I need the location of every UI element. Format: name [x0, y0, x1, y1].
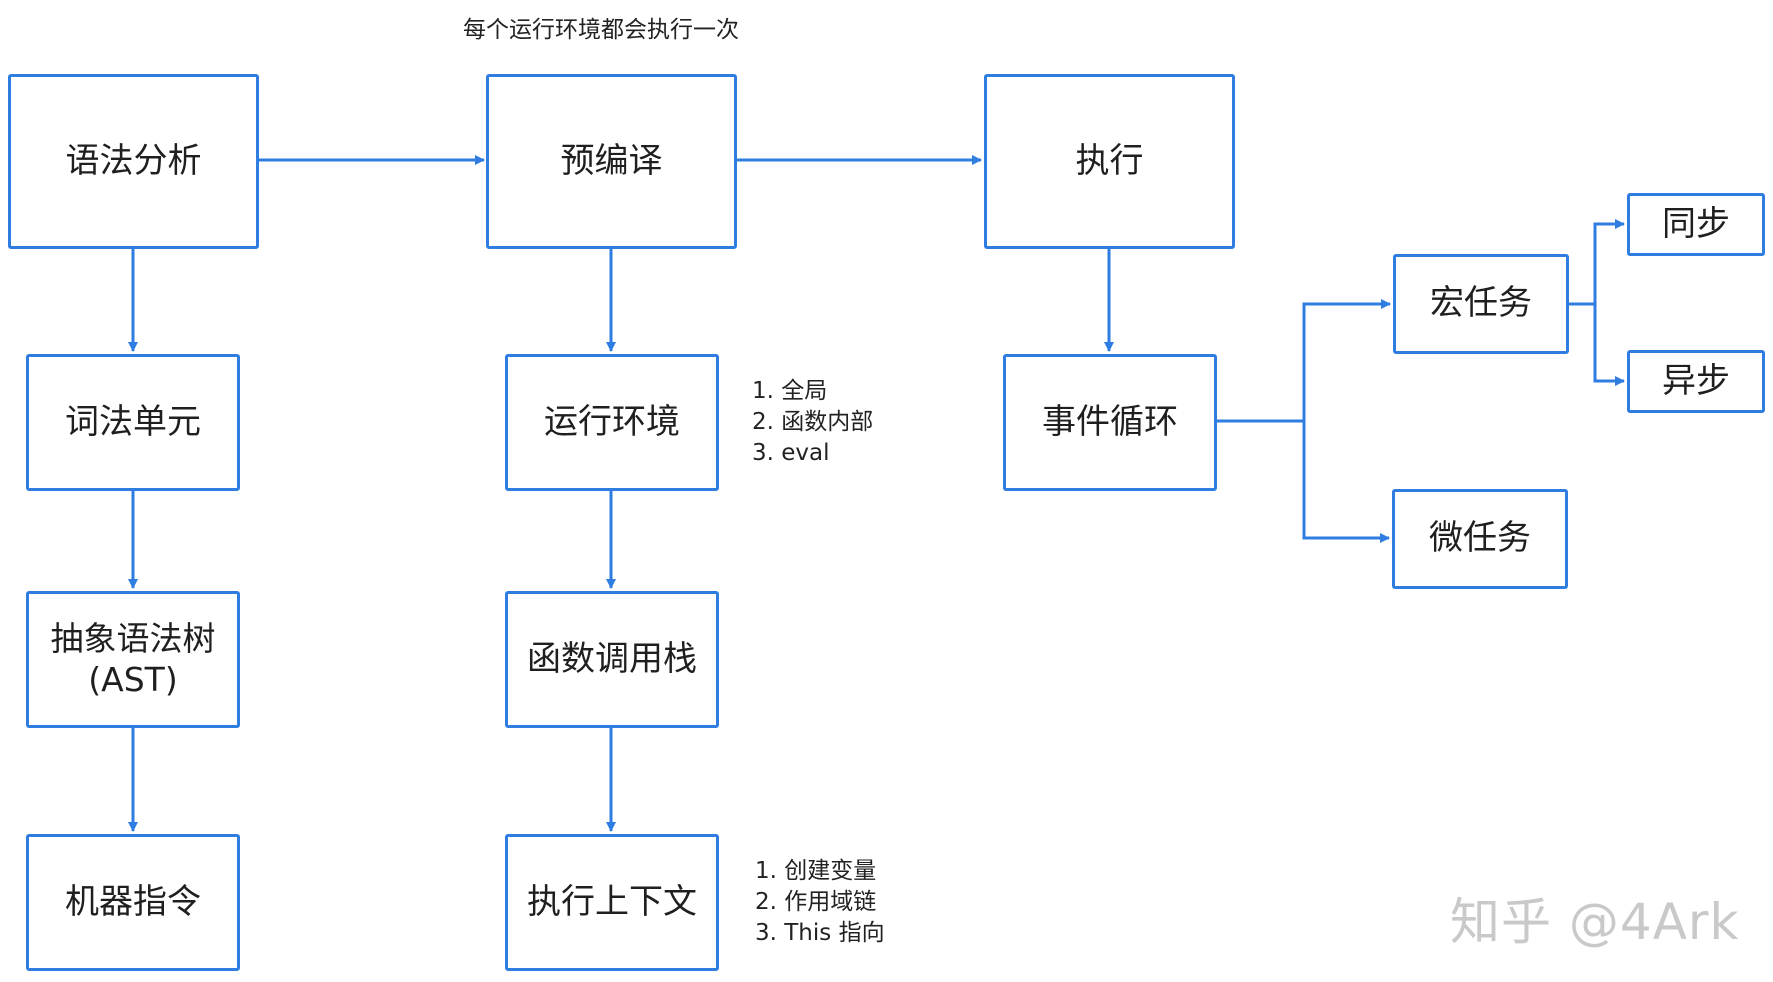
node-call-stack: 函数调用栈 — [505, 591, 719, 728]
node-ast: 抽象语法树 (AST) — [26, 591, 240, 728]
runtime-env-note: 2. 函数内部 — [752, 409, 874, 435]
edge-macro-to-sync — [1566, 219, 1625, 306]
node-precompile: 预编译 — [486, 74, 737, 249]
edge-eventloop-to-macro — [1216, 299, 1391, 423]
edge-macro-to-async — [1566, 302, 1625, 386]
runtime-env-note: 1. 全局 — [752, 378, 828, 404]
node-lexical-units: 词法单元 — [26, 354, 240, 491]
node-execute: 执行 — [984, 74, 1235, 249]
node-machine-code: 机器指令 — [26, 834, 240, 971]
node-event-loop: 事件循环 — [1003, 354, 1217, 491]
exec-context-note: 1. 创建变量 — [755, 858, 877, 884]
runtime-env-note: 3. eval — [752, 440, 830, 466]
node-async: 异步 — [1627, 350, 1765, 413]
edge-eventloop-to-micro — [1216, 419, 1390, 543]
exec-context-note: 3. This 指向 — [755, 920, 885, 946]
node-exec-context: 执行上下文 — [505, 834, 719, 971]
node-sync: 同步 — [1627, 193, 1765, 256]
node-runtime-env: 运行环境 — [505, 354, 719, 491]
runtime-env-notes: 1. 全局 2. 函数内部 3. eval — [752, 376, 873, 469]
watermark: 知乎 @4Ark — [1450, 893, 1740, 951]
exec-context-note: 2. 作用域链 — [755, 889, 877, 915]
node-micro-task: 微任务 — [1392, 489, 1568, 589]
diagram-caption: 每个运行环境都会执行一次 — [463, 17, 739, 43]
node-macro-task: 宏任务 — [1393, 254, 1569, 354]
node-syntax-analysis: 语法分析 — [8, 74, 259, 249]
exec-context-notes: 1. 创建变量 2. 作用域链 3. This 指向 — [755, 856, 885, 949]
